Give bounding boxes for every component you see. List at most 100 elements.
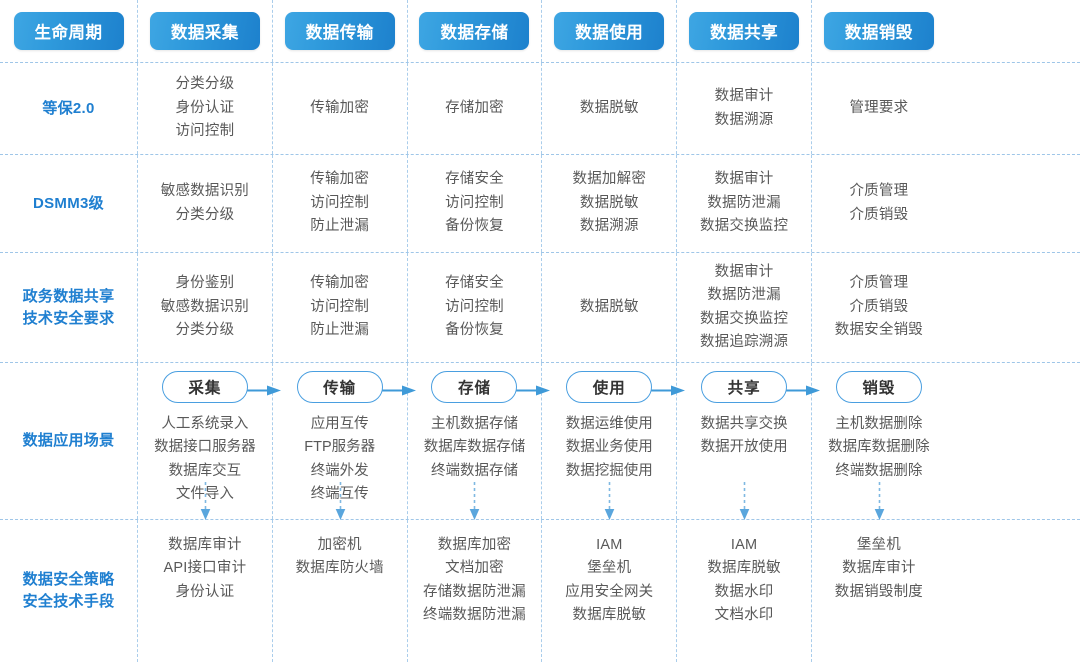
cell-dengbao-storage: 存储加密	[406, 63, 542, 154]
flow-node-transmission[interactable]: 传输	[296, 371, 383, 403]
item-list: 数据审计 数据溯源	[715, 85, 774, 132]
cell-measures-destruction: 堡垒机 数据库审计 数据销毁制度	[810, 482, 946, 662]
row-label-govshare: 政务数据共享 技术安全要求	[23, 286, 115, 330]
list-item: 数据审计	[714, 171, 774, 188]
list-item: 数据库防火墙	[295, 560, 384, 577]
header-chip-collection[interactable]: 数据采集	[149, 12, 260, 50]
item-list: 敏感数据识别 分类分级	[161, 180, 249, 227]
row-label-dsmm: DSMM3级	[33, 194, 104, 212]
item-list: 加密机 数据库防火墙	[296, 534, 384, 581]
list-item: 数据接口服务器	[154, 439, 256, 456]
cell-govshare-transmission: 传输加密 访问控制 防止泄漏	[271, 253, 407, 362]
item-list: 管理要求	[849, 97, 908, 120]
header-cell-4[interactable]: 数据使用	[541, 0, 676, 62]
row-label-cell: 数据应用场景	[0, 363, 137, 519]
flow-node-sharing[interactable]: 共享	[701, 371, 788, 403]
list-item: 数据追踪溯源	[699, 333, 789, 350]
header-chip-lifecycle[interactable]: 生命周期	[13, 12, 124, 50]
item-list: 数据脱敏	[580, 97, 639, 120]
matrix-row-govshare: 政务数据共享 技术安全要求 身份鉴别 敏感数据识别 分类分级 传输加密 访问控制…	[0, 253, 1080, 363]
header-chip-usage[interactable]: 数据使用	[554, 12, 665, 50]
item-list: 数据审计 数据防泄漏 数据交换监控 数据追踪溯源	[700, 261, 788, 355]
cell-measures-sharing: IAM 数据库脱敏 数据水印 文档水印	[676, 482, 811, 662]
row-label-dengbao: 等保2.0	[42, 99, 95, 117]
flow-node-collection[interactable]: 采集	[161, 371, 248, 403]
list-item: 主机数据删除	[835, 416, 923, 432]
header-cell-6[interactable]: 数据销毁	[810, 0, 946, 62]
item-list: IAM 数据库脱敏 数据水印 文档水印	[707, 534, 781, 628]
list-item: 数据库审计	[168, 537, 242, 553]
header-cell-1[interactable]: 数据采集	[137, 0, 272, 62]
cell-measures-storage: 数据库加密 文档加密 存储数据防泄漏 终端数据防泄漏	[406, 482, 542, 662]
list-item: 终端数据防泄漏	[423, 607, 526, 624]
item-list: 传输加密 访问控制 防止泄漏	[310, 168, 369, 238]
item-list: 数据审计 数据防泄漏 数据交换监控	[700, 168, 788, 238]
flow-node-usage[interactable]: 使用	[566, 371, 653, 403]
list-item: 终端数据存储	[430, 462, 518, 479]
list-item: 数据脱敏	[579, 194, 639, 211]
header-chip-storage[interactable]: 数据存储	[419, 12, 530, 50]
list-item: 敏感数据识别	[160, 183, 249, 200]
list-item: 终端数据删除	[835, 462, 923, 479]
item-list: 传输加密 访问控制 防止泄漏	[310, 272, 369, 342]
list-item: 数据防泄漏	[707, 287, 781, 304]
cell-dsmm-sharing: 数据审计 数据防泄漏 数据交换监控	[676, 155, 811, 252]
flow-node-destruction[interactable]: 销毁	[835, 371, 922, 403]
cell-scenario-collection: 采集 人工系统录入 数据接口服务器 数据库交互 文件导入	[137, 363, 272, 519]
cell-govshare-storage: 存储安全 访问控制 备份恢复	[406, 253, 542, 362]
item-list: 介质管理 介质销毁	[849, 180, 908, 227]
list-item: 堡垒机	[587, 560, 632, 577]
cell-dsmm-storage: 存储安全 访问控制 备份恢复	[406, 155, 542, 252]
cell-govshare-usage: 数据脱敏	[541, 253, 676, 362]
list-item: 敏感数据识别	[160, 298, 249, 315]
flow-node-storage[interactable]: 存储	[431, 371, 518, 403]
list-item: 管理要求	[849, 99, 909, 116]
list-item: 数据挖掘使用	[565, 462, 653, 479]
list-item: 传输加密	[310, 171, 370, 188]
list-item: 数据加解密	[572, 171, 647, 188]
flow-arrow-down-icon	[335, 482, 345, 520]
list-item: 备份恢复	[445, 218, 504, 235]
header-chip-sharing[interactable]: 数据共享	[689, 12, 800, 50]
item-list: 主机数据存储 数据库数据存储 终端数据存储	[424, 413, 526, 483]
item-list: 数据库审计 API接口审计 身份认证	[164, 534, 247, 604]
list-item: 数据交换监控	[699, 310, 789, 327]
item-list: 堡垒机 数据库审计 数据销毁制度	[835, 534, 923, 604]
list-item: 分类分级	[175, 322, 235, 339]
cell-dsmm-transmission: 传输加密 访问控制 防止泄漏	[271, 155, 407, 252]
row-label-scenarios: 数据应用场景	[22, 432, 115, 450]
cell-dengbao-sharing: 数据审计 数据溯源	[676, 63, 811, 154]
item-list: 传输加密	[310, 97, 369, 120]
list-item: 介质管理	[849, 183, 909, 200]
header-cell-2[interactable]: 数据传输	[271, 0, 407, 62]
header-cell-0[interactable]: 生命周期	[0, 0, 137, 62]
list-item: 文档水印	[714, 607, 774, 624]
item-list: 存储加密	[445, 97, 504, 120]
item-list: 人工系统录入 数据接口服务器 数据库交互 文件导入	[154, 413, 256, 507]
list-item: 访问控制	[445, 298, 504, 315]
row-label-line: 政务数据共享	[22, 287, 115, 305]
matrix-header-row: 生命周期 数据采集 数据传输 数据存储 数据使用 数据共享 数据销毁	[0, 0, 1080, 63]
row-label-cell: 数据安全策略 安全技术手段	[0, 520, 137, 662]
flow-arrow-down-icon	[200, 482, 211, 520]
list-item: 数据业务使用	[565, 439, 653, 456]
item-list: 数据脱敏	[580, 296, 639, 319]
list-item: 数据库脱敏	[572, 607, 647, 624]
list-item: 人工系统录入	[161, 416, 249, 432]
list-item: 数据库脱敏	[707, 560, 781, 577]
flow-arrow-down-icon	[604, 482, 615, 520]
header-chip-transmission[interactable]: 数据传输	[284, 12, 395, 50]
header-cell-5[interactable]: 数据共享	[676, 0, 811, 62]
cell-dengbao-collection: 分类分级 身份认证 访问控制	[137, 63, 272, 154]
header-chip-destruction[interactable]: 数据销毁	[823, 12, 934, 50]
row-label-security-measures: 数据安全策略 安全技术手段	[23, 569, 115, 613]
item-list: 数据运维使用 数据业务使用 数据挖掘使用	[566, 413, 653, 483]
list-item: 数据开放使用	[700, 439, 788, 456]
item-list: 数据共享交换 数据开放使用	[701, 413, 788, 460]
list-item: 数据溯源	[579, 218, 639, 235]
list-item: 文档加密	[445, 560, 504, 577]
header-cell-3[interactable]: 数据存储	[406, 0, 542, 62]
list-item: 传输加密	[310, 275, 370, 292]
list-item: 介质管理	[849, 275, 909, 292]
